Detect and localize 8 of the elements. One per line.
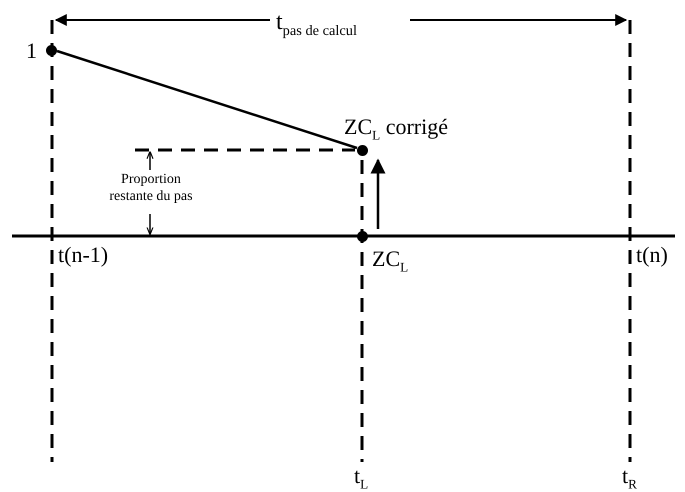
annotation-text: Proportion restante du pas: [108, 172, 194, 206]
point-label: 1: [26, 40, 37, 62]
axis-label: t(n-1): [58, 244, 108, 266]
arrow: [370, 158, 386, 229]
point-label: ZC$_{L}$ corrigé: [344, 116, 448, 142]
axis-label: t(n): [636, 244, 668, 266]
point-label: ZC$_{L}$: [372, 248, 408, 274]
connector-line: [56, 50, 358, 150]
